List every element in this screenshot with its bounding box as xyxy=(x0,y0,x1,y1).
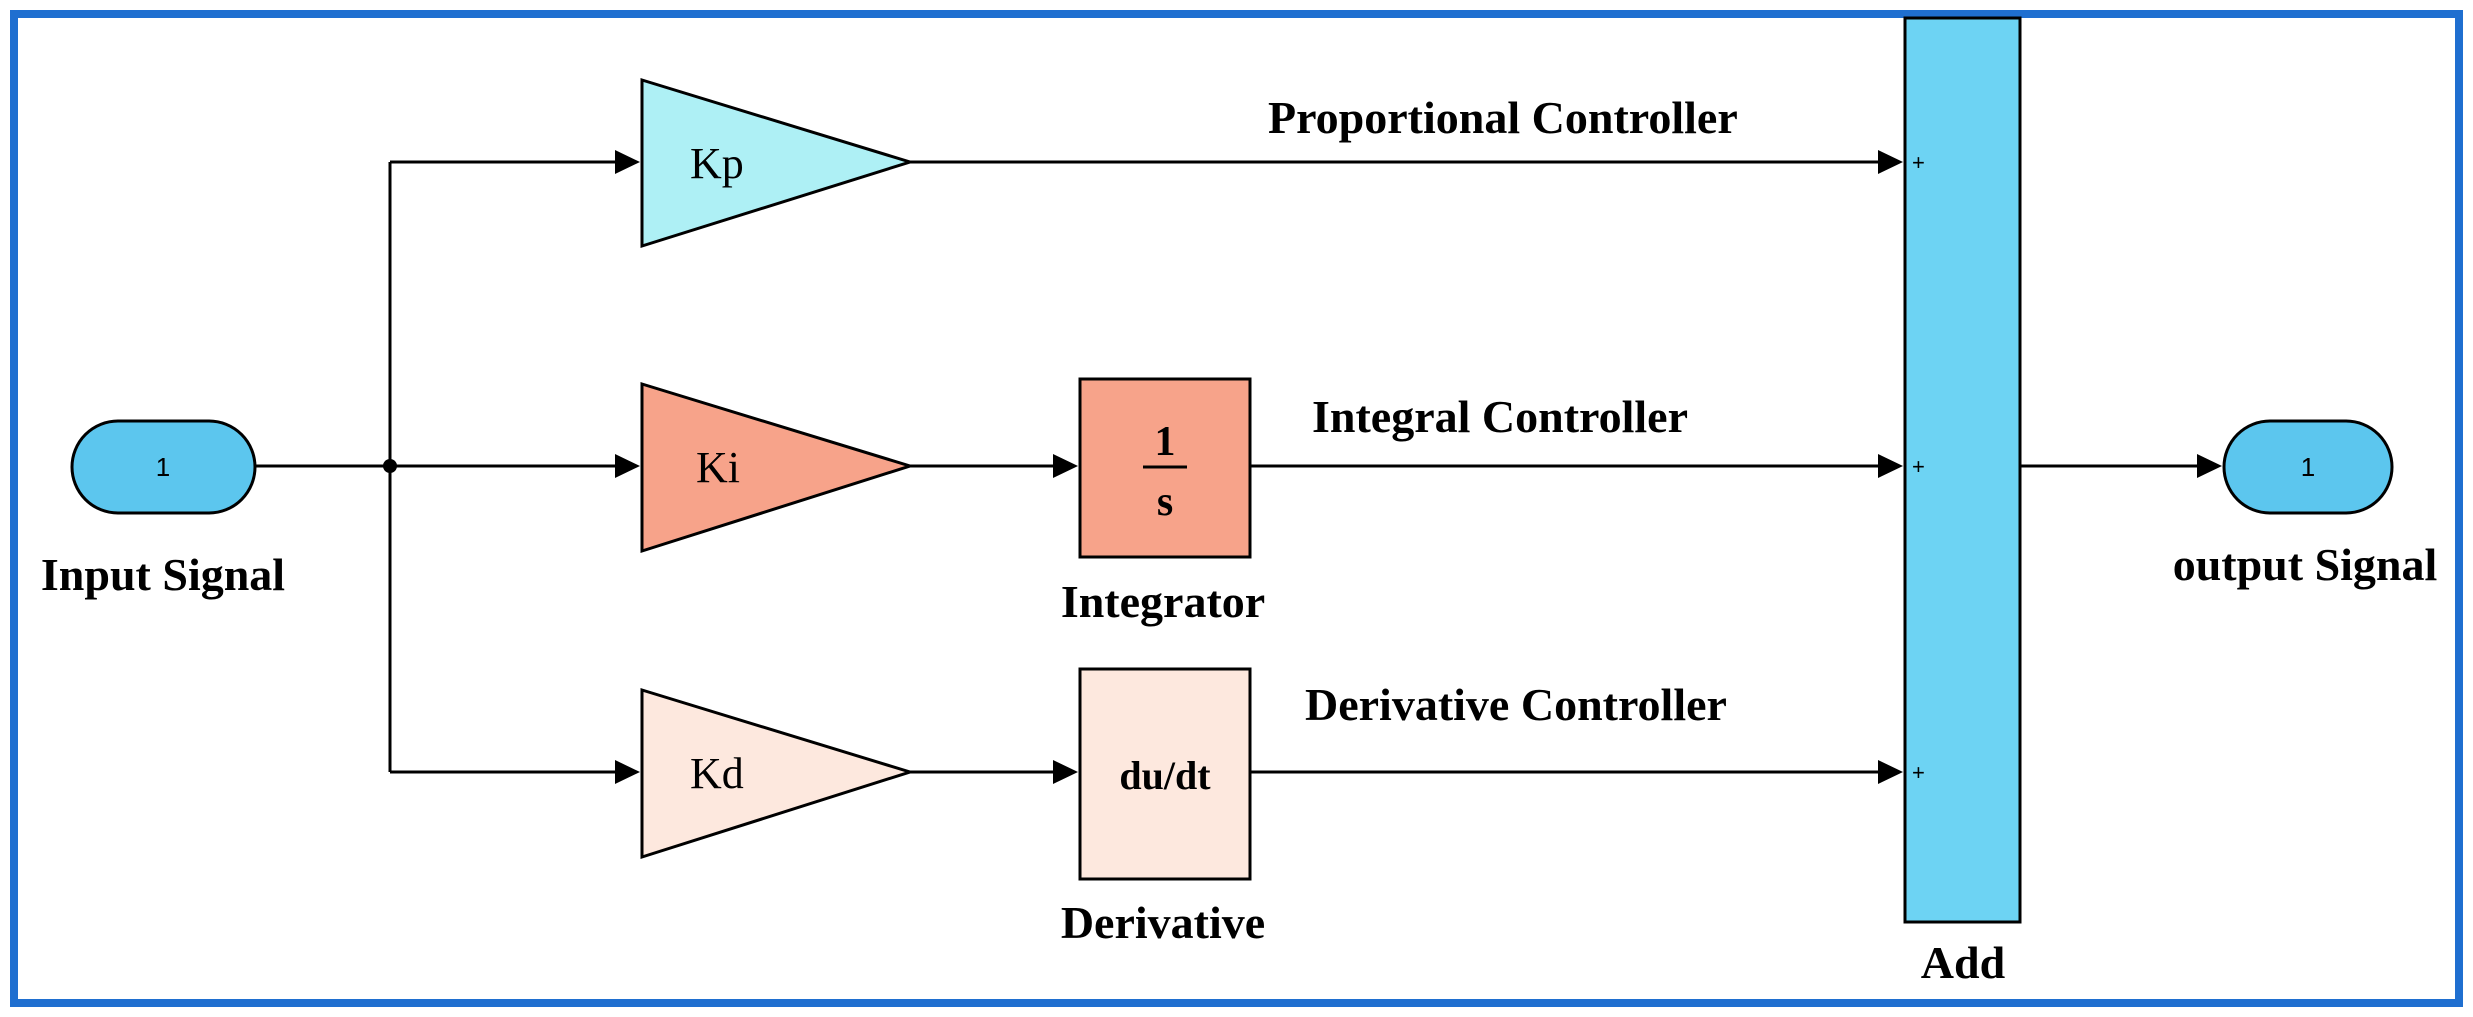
add-sign-2: + xyxy=(1912,454,1925,479)
gain-kp-block[interactable] xyxy=(640,77,916,249)
signal-label-proportional: Proportional Controller xyxy=(1268,92,1738,143)
gain-ki-label: Ki xyxy=(696,443,740,492)
derivative-block[interactable] xyxy=(1078,667,1252,881)
input-port-number: 1 xyxy=(156,452,170,482)
add-sign-1: + xyxy=(1912,150,1925,175)
input-port-label: Input Signal xyxy=(41,549,285,600)
gain-ki-block[interactable] xyxy=(640,381,916,554)
add-sign-3: + xyxy=(1912,760,1925,785)
integrator-denominator: s xyxy=(1157,479,1173,525)
arrow-to-kp xyxy=(615,150,640,174)
output-port-number: 1 xyxy=(2301,452,2315,482)
arrow-into-integrator xyxy=(1053,454,1078,478)
integrator-numerator: 1 xyxy=(1155,419,1176,465)
derivative-label: Derivative xyxy=(1061,897,1265,948)
arrow-into-add-3 xyxy=(1878,760,1903,784)
gain-kd-block[interactable] xyxy=(640,687,916,860)
add-block[interactable] xyxy=(1903,16,2022,924)
output-port-block[interactable] xyxy=(2222,419,2394,515)
arrow-into-output xyxy=(2197,454,2222,478)
integrator-label: Integrator xyxy=(1061,576,1265,627)
gain-kd-label: Kd xyxy=(690,749,744,798)
arrow-into-derivative xyxy=(1053,760,1078,784)
arrow-into-add-2 xyxy=(1878,454,1903,478)
output-port-label: output Signal xyxy=(2173,539,2438,590)
derivative-text: du/dt xyxy=(1119,753,1211,798)
gain-kp-label: Kp xyxy=(690,139,744,188)
signal-label-integral: Integral Controller xyxy=(1312,391,1688,442)
input-port-block[interactable] xyxy=(70,419,257,515)
arrow-to-ki xyxy=(615,454,640,478)
add-label: Add xyxy=(1921,937,2006,988)
signal-label-derivative: Derivative Controller xyxy=(1305,679,1727,730)
arrow-to-kd xyxy=(615,760,640,784)
arrow-into-add-1 xyxy=(1878,150,1903,174)
